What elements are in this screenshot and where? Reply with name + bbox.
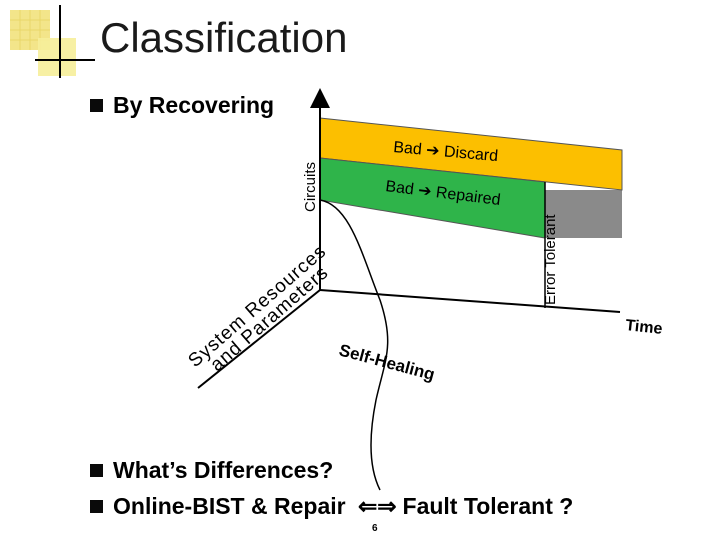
time-label: Time [625, 317, 664, 338]
self-healing-curve [319, 199, 389, 491]
error-tolerant-panel [545, 190, 622, 238]
bullet-square-icon [90, 99, 103, 112]
logo-grid-icon [10, 5, 95, 78]
bullet-square-icon [90, 464, 103, 477]
double-arrow-icon: ⇐⇒ [357, 493, 397, 519]
bullet-text: By Recovering [113, 92, 275, 118]
circuits-label: Circuits [302, 162, 319, 212]
slide-title: Classification [100, 14, 348, 61]
bullet-square-icon [90, 500, 103, 513]
bullet-online-bist: Online-BIST & Repair ⇐⇒Fault Tolerant ? [90, 493, 573, 520]
bullet-by-recovering: By Recovering [90, 92, 274, 119]
and-parameters-label: and Parameters [207, 262, 333, 376]
bullet-text-suffix: Fault Tolerant ? [402, 493, 574, 519]
bullet-text: Online-BIST & Repair [113, 493, 346, 519]
system-resources-label: System Resources [185, 241, 331, 372]
time-axis [319, 289, 621, 313]
page-number: 6 [372, 523, 378, 534]
bullet-whats-differences: What’s Differences? [90, 457, 333, 484]
error-tolerant-label: Error Tolerant [542, 214, 559, 305]
bullet-text: What’s Differences? [113, 457, 334, 483]
resources-axis [197, 289, 321, 389]
